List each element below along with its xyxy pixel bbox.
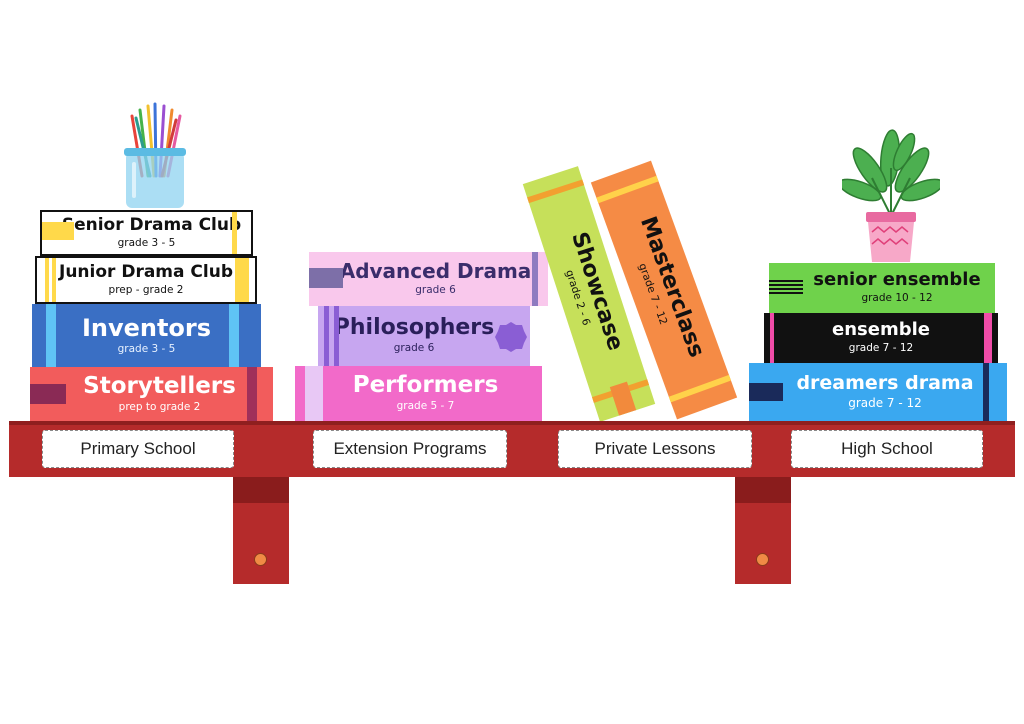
book-title: Philosophers: [333, 315, 495, 341]
book-grade: grade 6: [393, 342, 435, 355]
book-title: Advanced Drama: [339, 259, 532, 284]
book-dreamers-drama[interactable]: dreamers drama grade 7 - 12: [749, 363, 1007, 421]
screw-icon: [254, 553, 267, 566]
spine-stripe: [45, 258, 49, 302]
bookmark-ribbon: [749, 383, 783, 401]
book-title: Senior Drama Club: [61, 214, 242, 235]
book-title: ensemble: [832, 319, 930, 341]
potted-plant-icon: [842, 129, 940, 262]
book-grade: grade 5 - 7: [396, 400, 455, 413]
section-label-high-school: High School: [791, 430, 983, 468]
spine-stripe: [247, 367, 257, 421]
book-title: Junior Drama Club: [59, 261, 233, 282]
book-advanced-drama[interactable]: Advanced Drama grade 6: [309, 252, 548, 306]
bookmark-ribbon: [309, 268, 343, 288]
spine-stripe: [232, 212, 237, 254]
wax-seal-icon: [495, 322, 527, 352]
book-grade: grade 6: [415, 284, 456, 297]
spine-stripe: [52, 258, 56, 302]
section-label-extension-programs: Extension Programs: [313, 430, 507, 468]
spine-stripe: [527, 179, 585, 204]
book-grade: prep - grade 2: [108, 283, 184, 296]
spine-stripe: [984, 313, 992, 363]
book-performers[interactable]: Performers grade 5 - 7: [295, 366, 542, 421]
book-senior-drama-club[interactable]: Senior Drama Club grade 3 - 5: [40, 210, 253, 256]
book-junior-drama-club[interactable]: Junior Drama Club prep - grade 2: [35, 256, 257, 304]
spine-stripe: [229, 304, 239, 367]
spine-stripe: [235, 258, 249, 302]
bookmark-ribbon: [42, 222, 74, 240]
book-title: dreamers drama: [796, 371, 974, 394]
shelf-bracket-left: [233, 477, 289, 584]
book-title: Inventors: [81, 313, 212, 342]
pencil-cup-icon: [124, 102, 186, 208]
book-senior-ensemble[interactable]: senior ensemble grade 10 - 12: [769, 263, 995, 313]
screw-icon: [756, 553, 769, 566]
book-philosophers[interactable]: Philosophers grade 6: [318, 306, 530, 366]
book-grade: grade 3 - 5: [117, 236, 176, 249]
section-label-primary-school: Primary School: [42, 430, 234, 468]
book-ensemble[interactable]: ensemble grade 7 - 12: [764, 313, 998, 363]
spine-lines: [769, 280, 803, 294]
spine-stripe: [324, 306, 329, 366]
spine-stripe: [305, 366, 323, 421]
book-grade: grade 10 - 12: [861, 292, 933, 305]
spine-stripe: [334, 306, 339, 366]
spine-stripe: [532, 252, 538, 306]
spine-stripe: [596, 175, 659, 204]
shelf-bracket-right: [735, 477, 791, 584]
book-inventors[interactable]: Inventors grade 3 - 5: [32, 304, 261, 367]
spine-stripe: [668, 374, 732, 403]
spine-stripe: [46, 304, 56, 367]
book-storytellers[interactable]: Storytellers prep to grade 2: [30, 367, 273, 421]
book-title: Performers: [352, 372, 499, 399]
section-label-private-lessons: Private Lessons: [558, 430, 752, 468]
bookmark-ribbon: [30, 384, 66, 404]
book-grade: grade 7 - 12: [848, 395, 922, 410]
book-title: Storytellers: [83, 372, 236, 399]
book-title: senior ensemble: [813, 269, 981, 291]
spine-stripe: [983, 363, 989, 421]
book-grade: prep to grade 2: [118, 400, 201, 413]
spine-stripe: [770, 313, 774, 363]
book-grade: grade 7 - 12: [848, 342, 914, 355]
book-grade: grade 3 - 5: [117, 342, 176, 355]
